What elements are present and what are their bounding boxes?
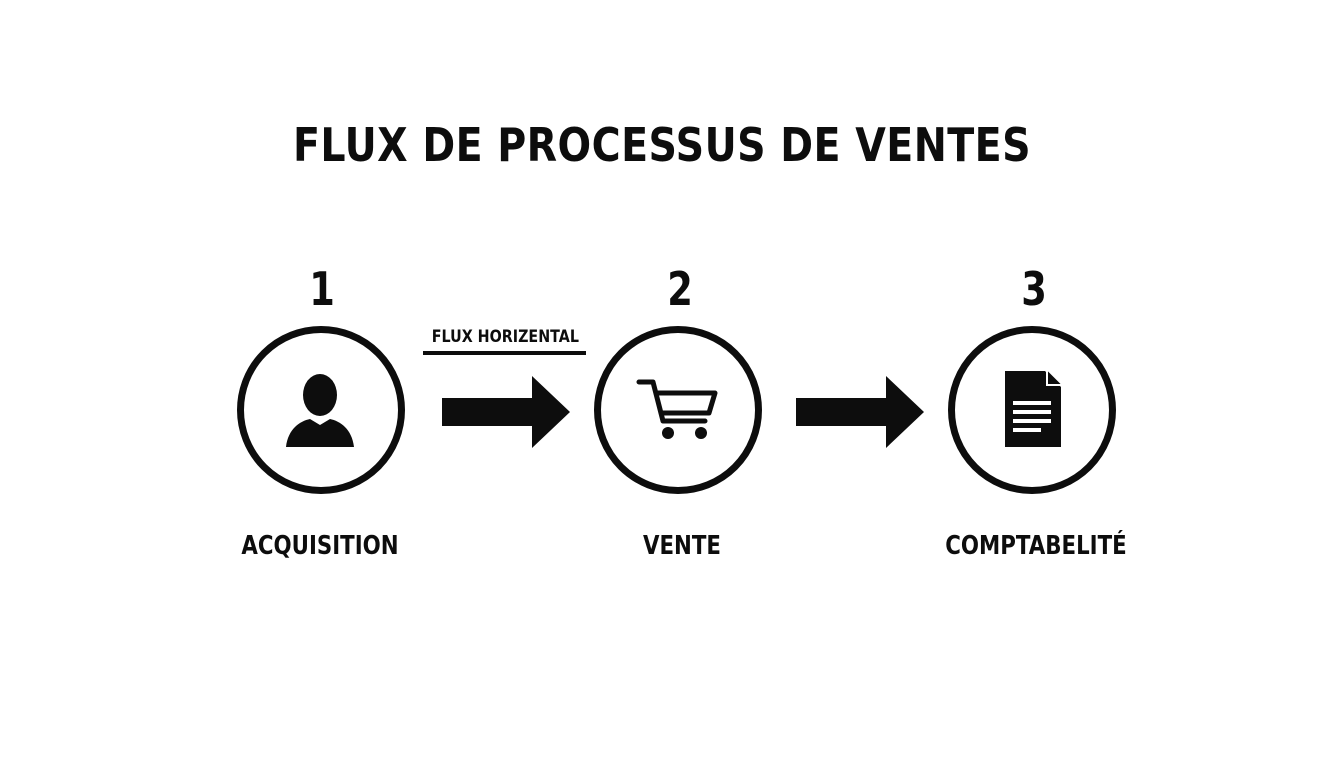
step-3-label: COMPTABELITÉ xyxy=(945,531,1127,561)
user-icon xyxy=(286,374,354,447)
step-2-label: VENTE xyxy=(642,531,722,561)
step-3-node xyxy=(948,326,1116,494)
step-2-node xyxy=(594,326,762,494)
flow-label: FLUX HORIZENTAL xyxy=(431,327,579,347)
shopping-cart-icon xyxy=(636,379,718,439)
step-1-number: 1 xyxy=(309,262,335,316)
flow-arrow-1 xyxy=(442,376,570,448)
step-3-number: 3 xyxy=(1021,262,1047,316)
step-1-node xyxy=(237,326,405,494)
flow-label-underline xyxy=(423,351,586,355)
diagram-title: FLUX DE PROCESSUS DE VENTES xyxy=(292,118,1032,172)
flow-arrow-2 xyxy=(796,376,924,448)
step-1-label: ACQUISITION xyxy=(241,531,399,561)
step-2-number: 2 xyxy=(667,262,693,316)
document-icon xyxy=(1005,366,1066,447)
